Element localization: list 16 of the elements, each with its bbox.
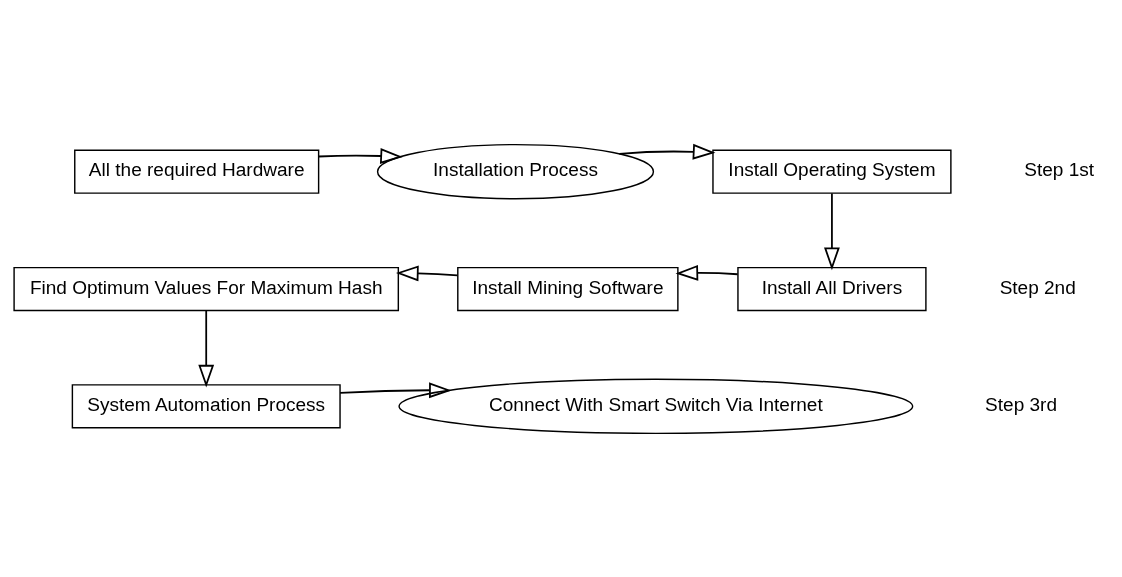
label: Step 3rd (985, 393, 1058, 415)
node-box: Install All Drivers (737, 266, 927, 311)
arrow (339, 381, 452, 398)
arrow (824, 192, 840, 270)
node-box: All the required Hardware (74, 149, 320, 194)
node-box: System Automation Process (71, 383, 341, 428)
arrow (317, 147, 403, 164)
label: Step 2nd (999, 276, 1076, 298)
arrow (675, 264, 739, 281)
node-box: Install Operating System (712, 149, 952, 194)
arrow (618, 143, 716, 160)
label: Step 1st (1024, 158, 1095, 180)
node-box: Install Mining Software (457, 266, 679, 311)
node-box: Find Optimum Values For Maximum Hash (13, 266, 400, 311)
arrow (198, 309, 215, 387)
arrow (396, 265, 459, 281)
